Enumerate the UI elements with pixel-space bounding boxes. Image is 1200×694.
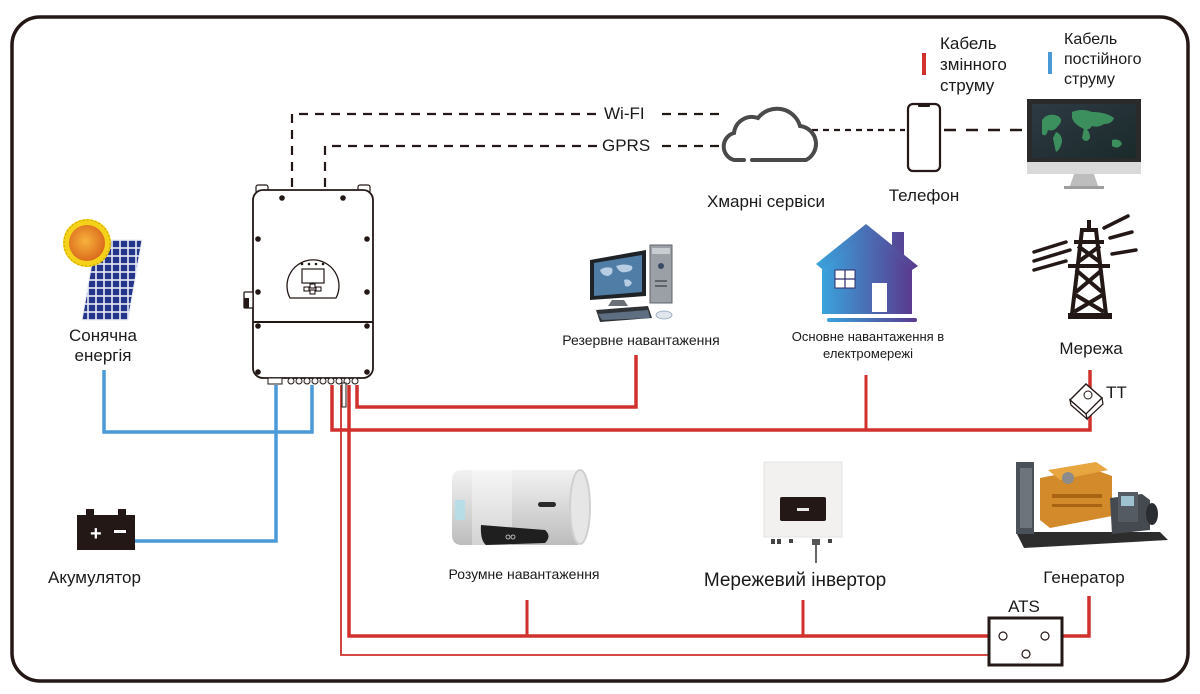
ac-cables: [330, 355, 1092, 656]
legend-ac-line1: Кабель: [940, 34, 997, 53]
solar-label-line2: енергія: [74, 346, 132, 365]
power-tower-icon[interactable]: [1032, 214, 1138, 319]
current-transformer-icon[interactable]: [1068, 383, 1104, 421]
outer-frame: [10, 15, 1190, 683]
dc-cable-solar: [102, 370, 314, 434]
dc-cables: [102, 370, 314, 543]
grid-inverter-label: Мережевий інвертор: [703, 570, 887, 591]
ac-cable-grid: [330, 370, 1092, 432]
legend-dc-line3: струму: [1064, 71, 1116, 88]
legend-ac-swatch: [922, 53, 926, 75]
dc-cable-battery: [134, 385, 278, 543]
ac-cable-generator-bus: [347, 385, 1003, 638]
ac-cable-backup: [355, 355, 638, 409]
grid-label: Мережа: [1059, 339, 1123, 358]
gprs-link: [323, 144, 722, 187]
legend-ac-line3: струму: [940, 76, 995, 95]
solar-label: Сонячна енергія: [69, 326, 137, 366]
desktop-monitor-icon[interactable]: [1027, 99, 1141, 189]
ats-switch-icon[interactable]: [987, 616, 1064, 667]
ac-cable-ats-out: [340, 385, 1022, 656]
battery-icon[interactable]: +: [77, 509, 135, 550]
svg-text:+: +: [90, 523, 102, 545]
grid-load-label-line2: електромережі: [823, 346, 913, 361]
gprs-label: GPRS: [602, 136, 651, 155]
ct-label: ТТ: [1106, 383, 1127, 402]
grid-load-label: Основне навантаження в електромережі: [792, 328, 944, 362]
desktop-computer-icon[interactable]: [590, 244, 673, 322]
solar-label-line1: Сонячна: [68, 326, 138, 345]
legend-dc-line2: постійного: [1064, 51, 1142, 68]
solar-panel-icon[interactable]: [63, 219, 143, 321]
grid-load-label-line1: Основне навантаження в: [791, 329, 945, 344]
hybrid-inverter-icon[interactable]: [243, 184, 374, 408]
ats-label: ATS: [1008, 597, 1040, 616]
legend-ac: Кабель змінного струму: [922, 33, 1007, 96]
legend-dc: Кабель постійного струму: [1048, 30, 1142, 90]
house-icon[interactable]: [816, 224, 918, 322]
wifi-link: [290, 112, 722, 187]
backup-load-label: Резервне навантаження: [562, 332, 720, 348]
generator-icon[interactable]: [1016, 462, 1168, 548]
legend-ac-line2: змінного: [940, 55, 1007, 74]
generator-label: Генератор: [1043, 568, 1125, 587]
legend-dc-line1: Кабель: [1064, 31, 1118, 48]
grid-inverter-icon[interactable]: [763, 461, 843, 563]
legend-dc-swatch: [1048, 52, 1052, 74]
smart-load-label: Розумне навантаження: [448, 566, 600, 582]
cloud-icon[interactable]: [721, 106, 818, 162]
sun-icon: [63, 219, 111, 267]
battery-label: Акумулятор: [48, 568, 141, 587]
water-heater-icon[interactable]: [452, 469, 591, 545]
smartphone-icon[interactable]: [906, 102, 942, 173]
wifi-label: Wi-FI: [604, 104, 645, 123]
cloud-label: Хмарні сервіси: [706, 192, 826, 211]
phone-label: Телефон: [888, 186, 960, 205]
